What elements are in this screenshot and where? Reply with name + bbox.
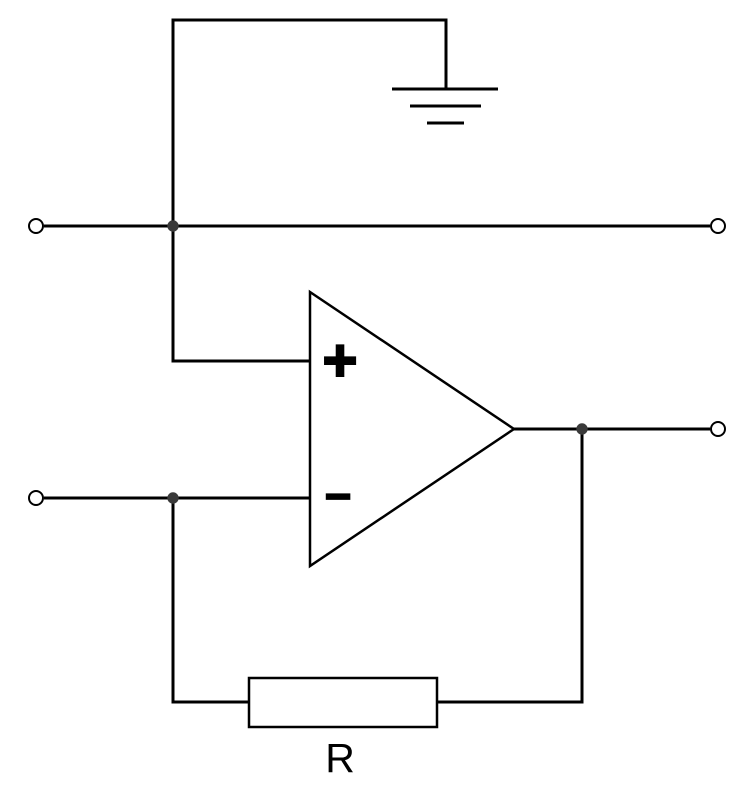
wire-ground-loop [171,18,448,363]
opamp-triangle [308,289,517,569]
terminal-inverting-input [28,490,44,506]
terminal-top-right [710,218,726,234]
terminal-top-left [28,218,44,234]
wire-feedback-right [437,429,584,704]
terminal-output [710,421,726,437]
opamp-minus-sign: − [325,470,352,522]
terminals-group [28,218,726,506]
wire-feedback-left [171,498,249,704]
junction-dot-top-rail [167,220,179,232]
junction-dots-group [167,220,588,504]
ground-icon [392,87,498,125]
resistor-body [247,676,439,729]
junction-dot-inverting-input [167,492,179,504]
junction-dot-output [576,423,588,435]
wires-group [44,18,710,704]
opamp-plus-sign: + [322,327,357,394]
resistor-label: R [325,735,355,781]
